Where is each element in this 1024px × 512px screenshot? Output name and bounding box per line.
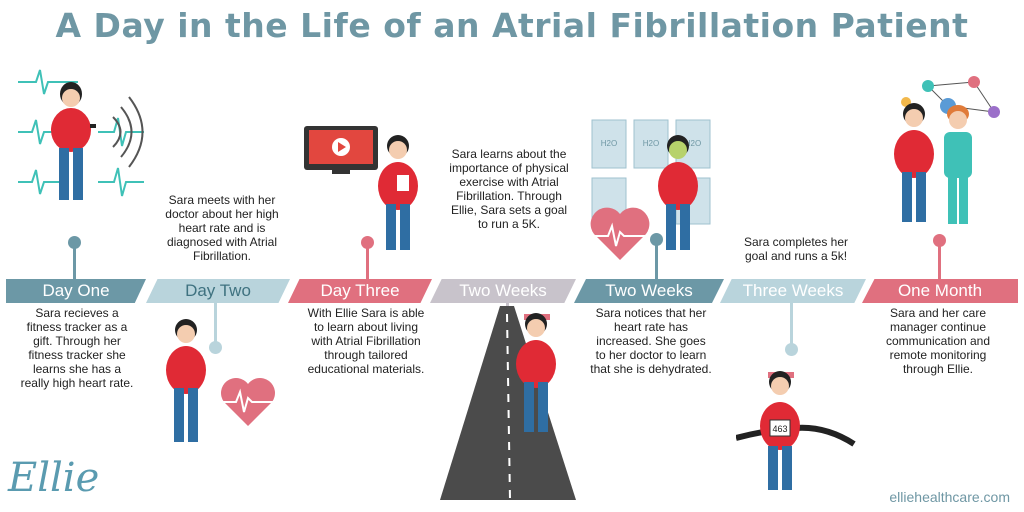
timeline-band-day-one: Day One [6, 279, 146, 303]
fitness-tracker-illustration [18, 69, 144, 200]
water-label: H2O [643, 139, 659, 148]
signal-wave-icon [120, 106, 133, 158]
signal-wave-icon [112, 116, 122, 148]
website-link[interactable]: elliehealthcare.com [889, 489, 1010, 505]
finish-line-illustration: 463 [736, 371, 856, 490]
water-glass-icon: H2O [633, 119, 669, 169]
sara-figure [516, 313, 556, 432]
heartbeat-icon [222, 388, 274, 413]
caption-day-three: With Ellie Sara is able to learn about l… [307, 306, 425, 376]
ellie-logo: Ellie [8, 455, 100, 501]
caption-day-one: Sara recieves a fitness tracker as a gif… [20, 306, 134, 390]
heartbeat-icon [594, 222, 646, 247]
timeline-stem [938, 246, 941, 280]
tv-popcorn-illustration [304, 126, 418, 250]
ecg-line-icon [98, 167, 144, 197]
page-title: A Day in the Life of an Atrial Fibrillat… [55, 6, 969, 45]
sara-figure [378, 135, 418, 250]
care-manager-figure [944, 105, 972, 224]
water-heart-illustration: H2O H2O H2O [590, 119, 711, 260]
timeline-band-three-weeks: Three Weeks [720, 279, 866, 303]
road-runner-illustration [440, 306, 576, 501]
timeline-label: Two Weeks [605, 281, 693, 300]
sara-figure: 463 [760, 371, 800, 490]
race-bib [769, 419, 791, 437]
timeline-dot [785, 343, 798, 356]
water-glass-icon: H2O [591, 119, 627, 169]
timeline-band-day-two: Day Two [146, 279, 290, 303]
caption-two-weeks-a: Sara learns about the importance of phys… [449, 147, 569, 231]
sara-with-heart-illustration [166, 319, 275, 442]
play-icon [338, 142, 346, 152]
caption-one-month: Sara and her care manager continue commu… [885, 306, 991, 376]
timeline-band-two-weeks-a: Two Weeks [430, 279, 576, 303]
timeline-stem [214, 303, 217, 343]
timeline-label: Three Weeks [742, 281, 844, 300]
care-manager-illustration [894, 76, 1000, 224]
sara-figure [658, 135, 698, 250]
water-label: H2O [685, 139, 701, 148]
heart-icon [221, 378, 275, 426]
timeline-dot [361, 236, 374, 249]
ecg-line-icon [18, 119, 62, 145]
sara-figure [166, 319, 206, 442]
timeline-dot [209, 341, 222, 354]
caption-day-two: Sara meets with her doctor about her hig… [165, 193, 279, 263]
ecg-line-icon [18, 169, 62, 195]
timeline-label: One Month [897, 281, 983, 300]
timeline-label: Day Three [320, 281, 400, 300]
timeline-dot [68, 236, 81, 249]
timeline-dot [933, 234, 946, 247]
timeline-band-two-weeks-b: Two Weeks [574, 279, 724, 303]
timeline-label: Two Weeks [459, 281, 547, 300]
ecg-line-icon [18, 69, 78, 95]
timeline-stem [73, 248, 76, 280]
water-label: H2O [601, 139, 617, 148]
timeline-label: Day Two [185, 281, 251, 300]
caption-two-weeks-b: Sara notices that her heart rate has inc… [590, 306, 712, 376]
sara-figure [51, 82, 96, 200]
signal-wave-icon [128, 96, 144, 168]
bib-number: 463 [772, 424, 787, 434]
timeline-band-day-three: Day Three [288, 279, 432, 303]
popcorn-icon [395, 173, 411, 193]
timeline-dot [650, 233, 663, 246]
road-icon [440, 306, 576, 500]
caption-three-weeks: Sara completes her goal and runs a 5k! [743, 235, 849, 263]
timeline-stem [790, 303, 793, 345]
timeline-stem [366, 248, 369, 280]
timeline-label: Day One [42, 281, 110, 300]
timeline-band-one-month: One Month [862, 279, 1018, 303]
timeline-stem [655, 244, 658, 280]
sara-figure [894, 103, 934, 222]
